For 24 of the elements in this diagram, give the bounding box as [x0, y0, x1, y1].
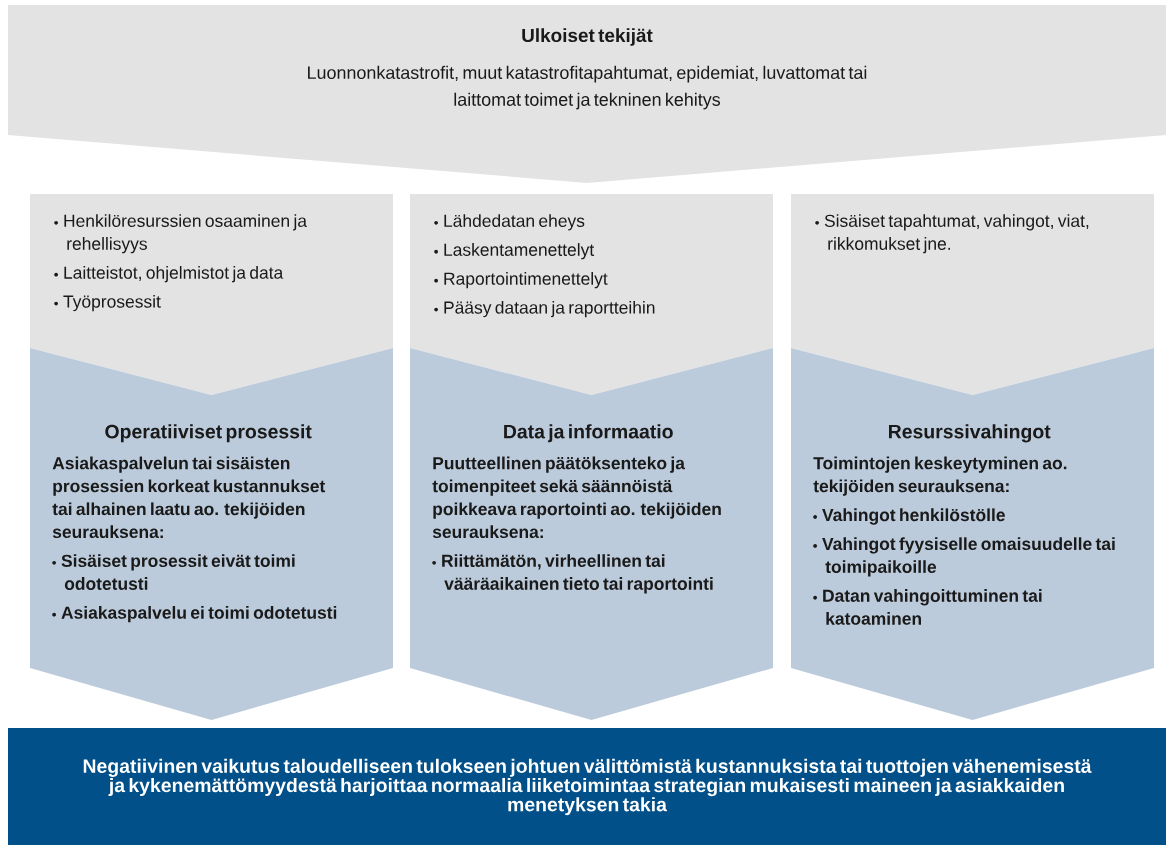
list-item: Sisäiset tapahtumat, vahingot, viat, rikkomukset jne.	[824, 214, 1089, 254]
heading: Resurssivahingot	[889, 424, 1051, 443]
list-item: Lähdedatan eheys	[444, 214, 585, 231]
list-item: Vahingot fyysiselle omaisuudelle tai toimipaikoille	[822, 537, 1115, 577]
heading: Operatiiviset prosessit	[105, 424, 312, 443]
heading: Data ja informaatio	[504, 424, 673, 443]
list-item: Pääsy dataan ja raportteihin	[444, 300, 655, 318]
list-item: Datan vahingoittuminen tai katoaminen	[823, 589, 1042, 625]
result-box	[8, 728, 1166, 845]
body-text: Asiakaspalvelun tai sisäisten prosessien korkeat kustannukset tai alhainen laatu ao. tekijöiden seurauksena:	[52, 456, 326, 539]
list-item: Laitteistot, ohjelmistot ja data	[64, 266, 284, 283]
list-item: Laskentamenettelyt	[444, 243, 595, 260]
result-text: Negatiivinen vaikutus taloudelliseen tulokseen johtuen välittömistä kustannuksista tai tuottojen vähenemisestä ja kykenemättömyydestä harjoittaa normaalia liiketoimintaa strategian mukaisesti maineen ja asiakkaiden menetyksen takia	[83, 758, 1092, 816]
list-item: Sisäiset prosessit eivät toimi odotetusti	[61, 554, 295, 590]
list-item: Asiakaspalvelu ei toimi odotetusti	[61, 606, 337, 623]
list-item: Raportointimenettelyt	[444, 272, 608, 289]
body-text: Toimintojen keskeytyminen ao. tekijöiden seurauksena:	[813, 456, 1067, 496]
body-text: Puutteellinen päätöksenteko ja toimenpiteet sekä säännöistä poikkeava raportointi ao. tekijöiden seurauksena:	[432, 456, 721, 539]
heading: Ulkoiset tekijät	[522, 28, 653, 46]
list-item: Vahingot henkilöstölle	[822, 508, 1005, 525]
body-text: Luonnonkatastrofit, muut katastrofitapahtumat, epidemiat, luvattomat tai laittomat toimet ja tekninen kehitys	[308, 65, 867, 110]
list-item: Henkilöresurssien osaaminen ja rehellisyys	[64, 214, 307, 254]
list-item: Riittämätön, virheellinen tai vääräaikainen tieto tai raportointi	[442, 554, 713, 594]
list-item: Työprosessit	[63, 294, 161, 312]
